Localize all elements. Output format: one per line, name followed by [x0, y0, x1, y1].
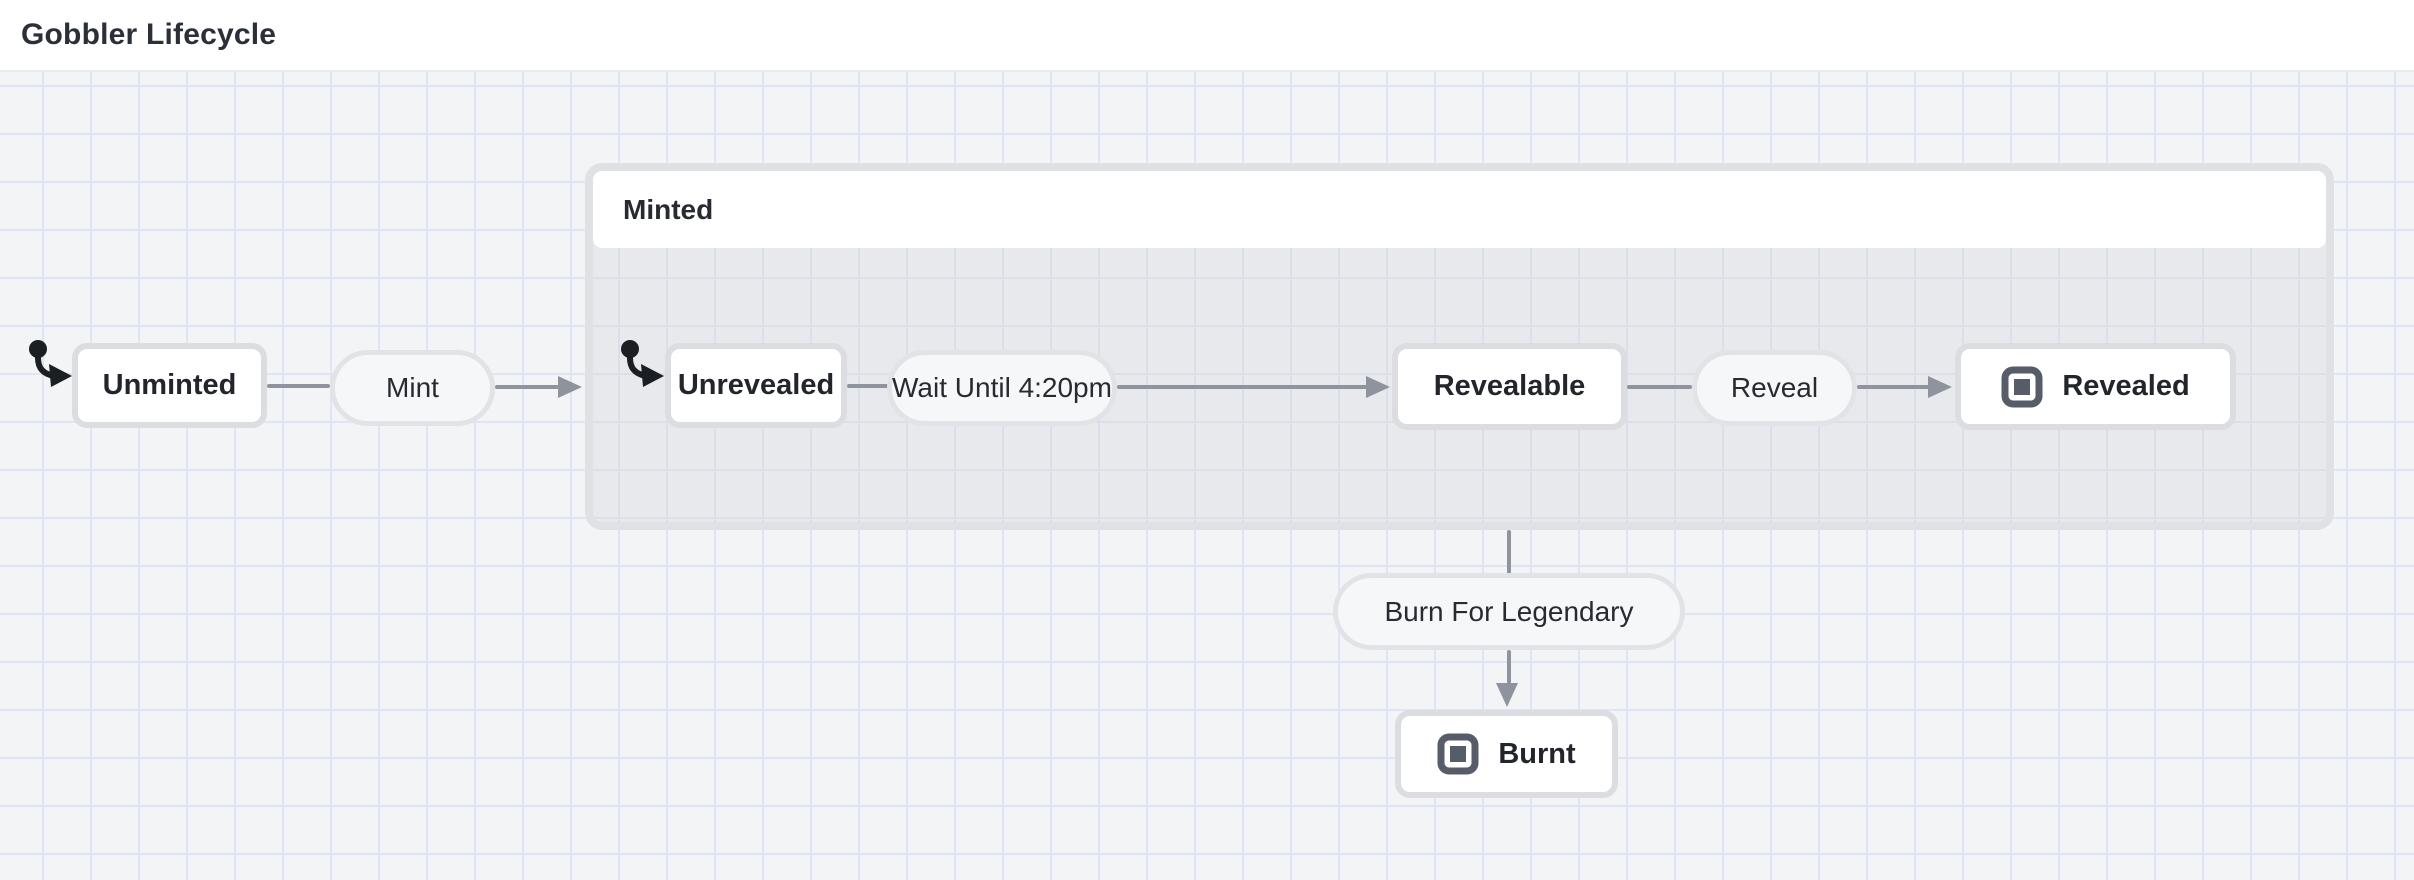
state-label-revealable: Revealable	[1433, 370, 1586, 402]
state-header-minted[interactable]: Minted	[593, 171, 2326, 248]
arrowhead-burn-to-burnt	[1496, 683, 1518, 707]
arrowhead-reveal-to-revealed	[1928, 376, 1952, 398]
event-pill-mint[interactable]: Mint	[330, 350, 495, 426]
final-state-icon	[2001, 366, 2043, 407]
state-label-minted: Minted	[623, 193, 714, 225]
state-node-unminted[interactable]: Unminted	[72, 343, 267, 428]
arrowhead-wait-to-revealable	[1366, 376, 1390, 398]
edge-revealable-to-reveal	[1627, 385, 1692, 389]
state-label-unrevealed: Unrevealed	[677, 369, 835, 401]
initial-state-icon	[29, 340, 72, 387]
state-node-revealable[interactable]: Revealable	[1392, 343, 1627, 430]
state-node-revealed[interactable]: Revealed	[1955, 343, 2236, 430]
event-label-mint: Mint	[386, 372, 439, 403]
state-label-burnt: Burnt	[1498, 737, 1576, 770]
edge-wait-to-revealable	[1117, 385, 1367, 389]
app-header: Gobbler Lifecycle	[0, 0, 2414, 72]
state-label-unminted: Unminted	[102, 369, 237, 401]
state-label-revealed: Revealed	[2062, 370, 2190, 402]
final-state-icon	[1437, 733, 1479, 775]
state-node-unrevealed[interactable]: Unrevealed	[665, 343, 847, 428]
event-pill-wait-until-420pm[interactable]: Wait Until 4:20pm	[887, 350, 1117, 426]
event-pill-burn-for-legendary[interactable]: Burn For Legendary	[1333, 573, 1685, 650]
edge-minted-to-burn	[1507, 530, 1511, 574]
event-label-wait-until-420pm: Wait Until 4:20pm	[892, 372, 1112, 403]
edge-mint-to-minted	[495, 385, 559, 389]
edge-unrevealed-to-wait	[847, 384, 889, 388]
edge-burn-to-burnt	[1507, 650, 1511, 684]
event-label-reveal: Reveal	[1730, 372, 1819, 403]
initial-state-icon	[621, 340, 664, 387]
edge-reveal-to-revealed	[1857, 385, 1929, 389]
arrowhead-mint-to-minted	[558, 376, 582, 398]
diagram-canvas[interactable]: Minted Unminted Mint Unrevealed Wait Unt…	[0, 72, 2414, 880]
event-label-burn-for-legendary: Burn For Legendary	[1384, 595, 1634, 627]
edge-unminted-to-mint	[267, 384, 330, 388]
state-node-burnt[interactable]: Burnt	[1395, 710, 1618, 798]
page-title: Gobbler Lifecycle	[21, 18, 277, 51]
event-pill-reveal[interactable]: Reveal	[1692, 350, 1857, 426]
